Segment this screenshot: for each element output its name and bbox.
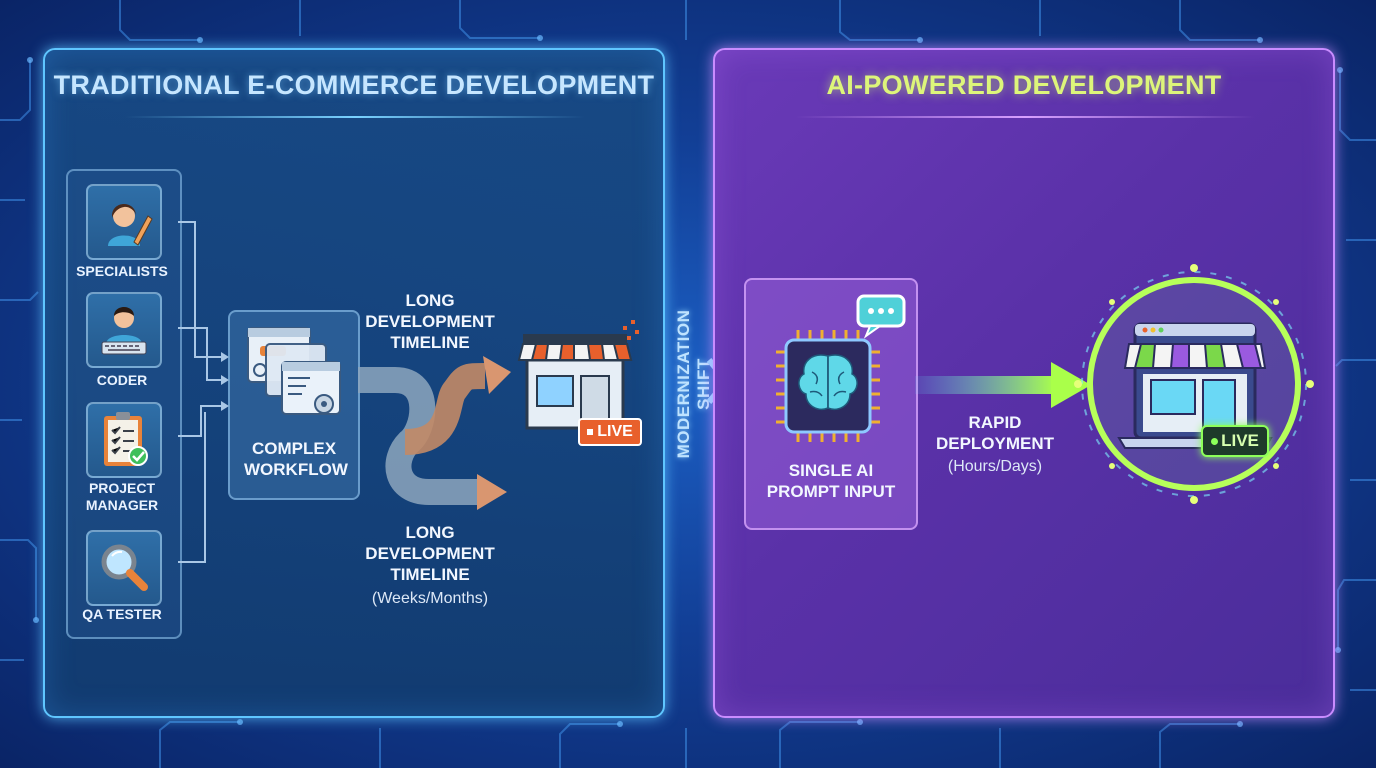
- live-text-left: LIVE: [597, 423, 633, 440]
- live-dot: [587, 428, 594, 435]
- live-badge-right: LIVE: [1201, 425, 1269, 457]
- role-label-qa-tester: QA TESTER: [82, 606, 162, 622]
- single-prompt-label: SINGLE AI PROMPT INPUT: [766, 461, 896, 501]
- rapid-deployment-label: RAPID DEPLOYMENT: [935, 413, 1055, 453]
- traditional-panel: TRADITIONAL E-COMMERCE DEVELOPMENT SPECI…: [43, 48, 665, 718]
- live-text-right: LIVE: [1221, 431, 1259, 450]
- ai-powered-title: AI-POWERED DEVELOPMENT: [826, 70, 1222, 100]
- title-divider: [795, 116, 1255, 118]
- rapid-arrow: [915, 362, 1091, 408]
- timeline-duration-label: (Weeks/Months): [371, 590, 489, 607]
- storefront-icon: [517, 320, 639, 430]
- timeline-top-label: LONG DEVELOPMENT TIMELINE: [365, 291, 495, 352]
- role-label-specialists: SPECIALISTS: [76, 263, 168, 279]
- role-label-coder: CODER: [96, 372, 148, 388]
- top-arrowhead: [483, 356, 511, 394]
- single-prompt-box: SINGLE AI PROMPT INPUT: [744, 278, 918, 530]
- live-dot: [1211, 438, 1219, 446]
- traditional-title: TRADITIONAL E-COMMERCE DEVELOPMENT: [53, 70, 655, 100]
- complex-workflow-label: COMPLEX WORKFLOW: [244, 439, 348, 479]
- magnifier-icon: [86, 530, 162, 606]
- ai-chip-brain-icon: [776, 294, 906, 442]
- timeline-bottom-label: LONG DEVELOPMENT TIMELINE: [365, 523, 495, 584]
- bottom-arrowhead: [477, 474, 507, 510]
- deployment-duration-label: (Hours/Days): [947, 458, 1043, 475]
- clipboard-icon: [86, 402, 162, 478]
- specialist-icon: [86, 184, 162, 260]
- workflow-connectors: [178, 221, 511, 563]
- modernization-shift-label: MODERNIZATION SHIFT: [674, 309, 713, 459]
- coder-icon: [86, 292, 162, 368]
- title-divider: [125, 116, 585, 118]
- ai-powered-panel: AI-POWERED DEVELOPMENT SINGLE AI PROMPT …: [713, 48, 1335, 718]
- complex-workflow-box: COMPLEX WORKFLOW: [228, 310, 360, 500]
- workflow-windows-icon: [247, 327, 341, 415]
- live-badge-left: LIVE: [578, 418, 642, 446]
- role-label-project-manager: PROJECT MANAGER: [85, 480, 159, 513]
